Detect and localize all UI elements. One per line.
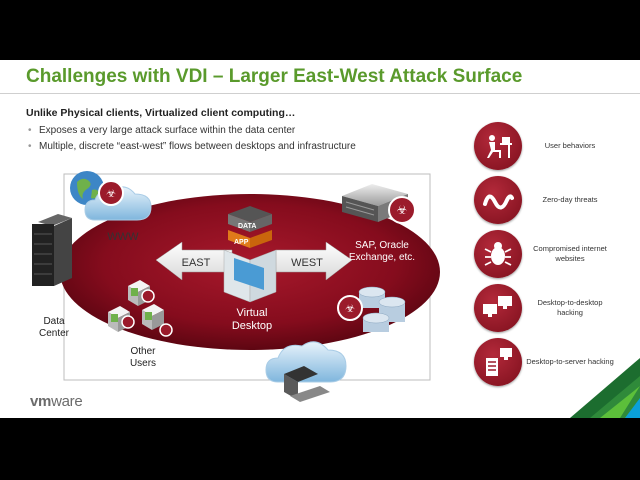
data-center-label-line1: Data (43, 316, 65, 327)
stack-app-label: APP (234, 239, 249, 246)
user-at-desk-icon (474, 122, 522, 170)
laptop-icon (284, 366, 318, 382)
desktops-icon (474, 284, 522, 332)
threat-label: Desktop-to-desktop hacking (537, 298, 603, 317)
threat-item: Desktop-to-server hacking (474, 338, 614, 386)
internet-cloud: ☣ WWW (70, 171, 152, 243)
attack-surface-diagram: ☣ WWW Data Center EAST WEST (32, 171, 440, 402)
sap-server-icon: ☣ (342, 184, 416, 224)
storage-label-line1: Enterprise (359, 339, 405, 350)
bullet-item: •Multiple, discrete “east-west” flows be… (28, 141, 356, 152)
threat-item: Desktop-to-desktop hacking (474, 284, 614, 332)
slide-title: Challenges with VDI – Larger East-West A… (26, 66, 523, 87)
bullet-item: •Exposes a very large attack surface wit… (28, 125, 296, 136)
virtual-desktop-label-line1: Virtual (237, 307, 268, 319)
threat-label: Compromised internet websites (533, 244, 607, 263)
stack-data-label: DATA (238, 223, 256, 230)
diagram-frame (63, 173, 431, 381)
title-divider (0, 93, 640, 94)
data-center-label-line2: Center (39, 328, 70, 339)
data-center-server-icon (32, 214, 72, 286)
monitor-icon (234, 258, 264, 290)
www-label: WWW (107, 231, 139, 243)
threat-label: User behaviors (544, 141, 596, 150)
vmware-logo: vmware (30, 393, 83, 410)
biohazard-icon (337, 295, 363, 321)
threat-item: Compromised internet websites (474, 230, 614, 278)
remote-laptop-cloud (265, 341, 347, 402)
svg-text:☣: ☣ (106, 188, 116, 200)
west-label: WEST (291, 257, 323, 269)
east-arrow: EAST (155, 241, 233, 281)
threat-item: User behaviors (474, 122, 614, 170)
bullet-list: •Exposes a very large attack surface wit… (26, 123, 356, 155)
sap-label-line1: SAP, Oracle (355, 240, 409, 251)
threat-label: Zero-day threats (542, 195, 598, 204)
desktop-server-icon (474, 338, 522, 386)
slide: Challenges with VDI – Larger East-West A… (0, 60, 640, 418)
storage-label-line2: Storage (364, 351, 399, 362)
svg-text:☣: ☣ (397, 203, 408, 217)
other-users-label-line2: Users (130, 358, 156, 369)
svg-text:☣: ☣ (345, 303, 355, 315)
other-users-label-line1: Other (130, 346, 156, 357)
threat-label: Desktop-to-server hacking (526, 357, 614, 366)
west-arrow: WEST (275, 241, 353, 281)
threat-item: Zero-day threats (474, 176, 614, 224)
virtual-desktop-label-line2: Desktop (232, 320, 272, 332)
biohazard-icon (388, 196, 416, 224)
corner-decoration (570, 358, 640, 418)
other-users-icon (108, 280, 173, 337)
bug-icon (474, 230, 522, 278)
sap-label-line2: Exchange, etc. (349, 252, 415, 263)
virtual-desktop-stack: DATA APP (223, 206, 277, 303)
biohazard-icon (98, 180, 124, 206)
east-label: EAST (182, 257, 211, 269)
worm-icon (474, 176, 522, 224)
slide-subtitle: Unlike Physical clients, Virtualized cli… (26, 107, 296, 119)
enterprise-storage-icon: ☣ (337, 286, 406, 332)
